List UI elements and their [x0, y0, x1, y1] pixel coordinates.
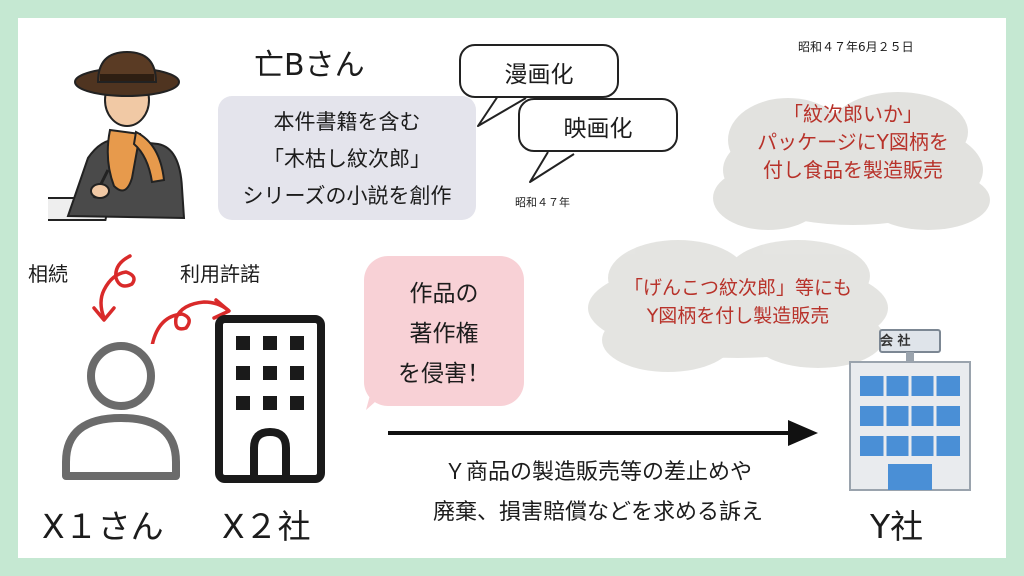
product-note-2: 「げんこつ紋次郎」等にも Y図柄を付し製造販売 — [588, 274, 888, 330]
product-note-1-line-2: パッケージにY図柄を — [757, 130, 949, 154]
company-sign-text: 会 社 — [880, 334, 911, 349]
cloud-shape-2 — [588, 240, 888, 372]
product-note-1: 「紋次郎いか」 パッケージにY図柄を 付し食品を製造販売 — [718, 100, 988, 184]
company-building-icon — [849, 329, 971, 491]
person-icon — [62, 342, 180, 480]
infringement-claim-bubble: 作品の 著作権 を侵害！ — [364, 256, 524, 406]
cloud-shape-1 — [713, 92, 990, 230]
claim-line-1: 作品の — [409, 281, 479, 307]
lawsuit-line-1: Ｙ商品の製造販売等の差止めや — [443, 460, 752, 485]
film-bubble: 映画化 — [518, 98, 678, 152]
claim-line-3: を侵害！ — [398, 361, 490, 387]
product-note-1-line-3: 付し食品を製造販売 — [763, 158, 943, 182]
diagram-canvas: 昭和４７年6月２５日 亡Bさん 本件書籍を含む 「木枯し紋次郎」 シリーズの小説… — [18, 18, 1006, 558]
claim-line-2: 著作権 — [409, 321, 479, 347]
relation-arrows — [92, 254, 231, 344]
product-note-1-line-1: 「紋次郎いか」 — [783, 102, 923, 126]
inheritance-label: 相続 — [28, 262, 68, 286]
license-label: 利用許諾 — [180, 262, 260, 286]
product-note-2-line-1: 「げんこつ紋次郎」等にも — [623, 277, 852, 299]
party-y-name: Y社 — [870, 507, 924, 546]
building-icon — [215, 315, 325, 483]
author-desc-line-3: シリーズの小説を創作 — [242, 184, 452, 208]
author-writing-illustration — [48, 50, 186, 221]
product-note-2-line-2: Y図柄を付し製造販売 — [646, 305, 830, 327]
author-desc-line-1: 本件書籍を含む — [273, 110, 421, 134]
party-x2-name: X２社 — [222, 507, 311, 546]
author-desc-line-2: 「木枯し紋次郎」 — [263, 147, 431, 171]
author-name: 亡Bさん — [254, 48, 365, 83]
adaptation-year: 昭和４７年 — [515, 196, 570, 209]
date-label: 昭和４７年6月２５日 — [798, 40, 914, 54]
manga-label: 漫画化 — [504, 62, 574, 88]
lawsuit-arrow — [388, 420, 818, 446]
manga-bubble: 漫画化 — [459, 44, 619, 98]
party-x1-name: X１さん — [42, 507, 164, 546]
bubble-tails — [477, 95, 575, 183]
film-label: 映画化 — [563, 116, 633, 142]
author-description-box: 本件書籍を含む 「木枯し紋次郎」 シリーズの小説を創作 — [218, 96, 476, 220]
lawsuit-line-2: 廃棄、損害賠償などを求める訴え — [432, 500, 763, 525]
